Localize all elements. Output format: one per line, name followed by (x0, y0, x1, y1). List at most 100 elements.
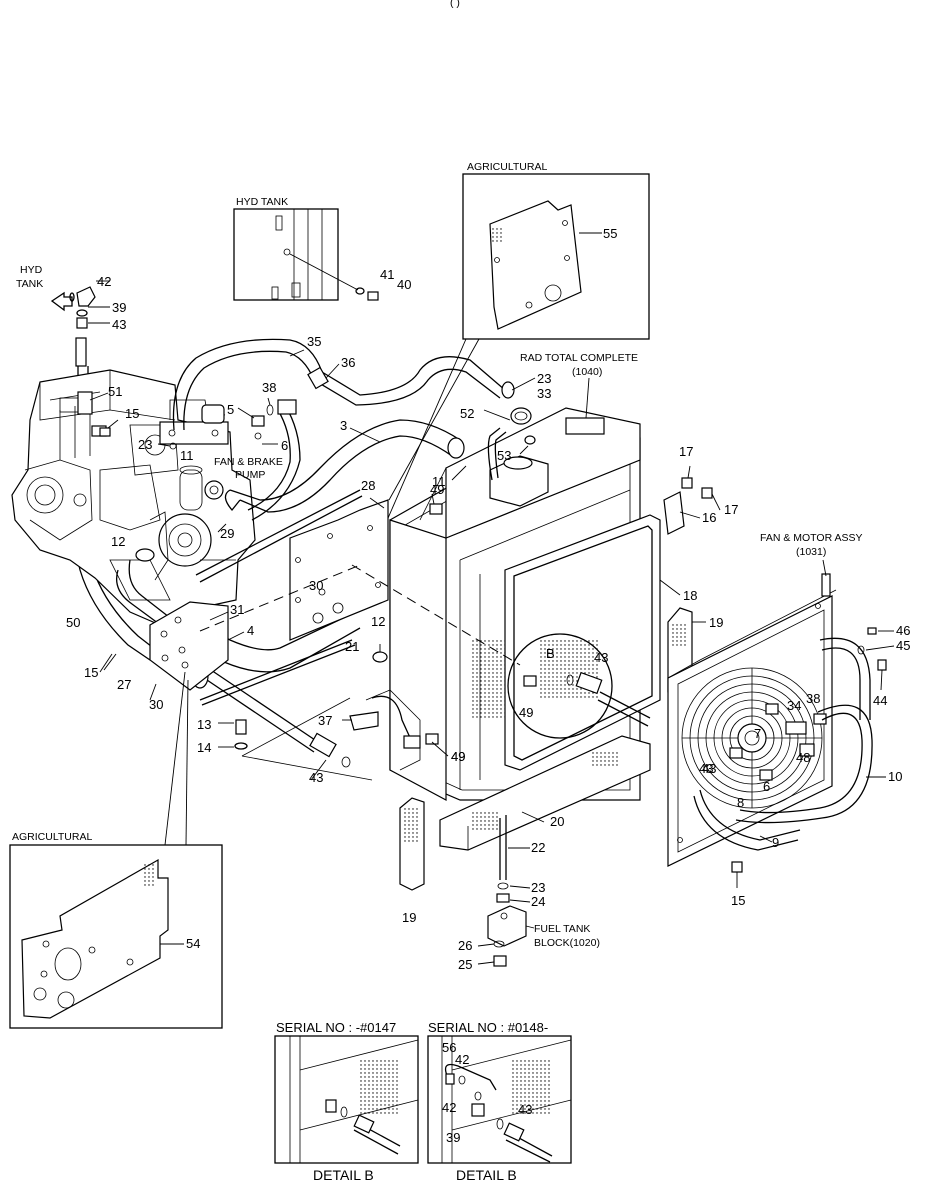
fan-brake-label-1: FAN & BRAKE (214, 456, 283, 468)
callout: 41 (380, 267, 394, 282)
callout: 22 (531, 840, 545, 855)
callout: 43 (702, 761, 716, 776)
callout: 40 (397, 277, 411, 292)
detail-b-marker: B (546, 646, 555, 661)
callout: 17 (724, 502, 738, 517)
callout: 42 (442, 1100, 456, 1115)
fuel-tank-label-2: BLOCK(1020) (534, 937, 600, 949)
callout: 15 (84, 665, 98, 680)
rad-total-leader (585, 377, 590, 419)
callout: 44 (873, 693, 887, 708)
pipe-3 (224, 397, 465, 521)
detail-right-label: DETAIL B (456, 1167, 517, 1183)
callout: 31 (230, 602, 244, 617)
callout: 43 (112, 317, 126, 332)
engine-block (11, 369, 256, 626)
callout: 30 (309, 578, 323, 593)
hose-35 (172, 338, 515, 431)
fuel-tank-block (487, 815, 527, 967)
rad-total-label-2: (1040) (572, 366, 602, 378)
agricultural-bottom-inset (9, 671, 223, 1029)
callout: 49 (519, 705, 533, 720)
rad-total-label-1: RAD TOTAL COMPLETE (520, 352, 638, 364)
fan-brake-label-2: PUMP (235, 469, 265, 481)
fuel-tank-label-1: FUEL TANK (534, 923, 590, 935)
callout: 38 (262, 380, 276, 395)
callout: 11 (432, 474, 446, 489)
callout: 53 (497, 448, 511, 463)
callout: 35 (307, 334, 321, 349)
callout: 52 (460, 406, 474, 421)
callout: 6 (763, 779, 770, 794)
callout: 20 (550, 814, 564, 829)
detail-right-serial: SERIAL NO : #0148- (428, 1020, 548, 1035)
callout: 12 (111, 534, 125, 549)
agricultural-top-inset (347, 173, 650, 611)
callout: 19 (709, 615, 723, 630)
callout: 49 (451, 749, 465, 764)
engine-fasteners (89, 392, 177, 450)
callout: 6 (281, 438, 288, 453)
plate-27 (149, 601, 229, 691)
callout: 45 (896, 638, 910, 653)
callout: 43 (699, 761, 713, 776)
callout: 3 (340, 418, 347, 433)
callout: 43 (309, 770, 323, 785)
callout: 11 (180, 448, 194, 463)
callout: 38 (806, 691, 820, 706)
shroud-28 (289, 499, 389, 641)
detail-b-right (427, 1035, 572, 1164)
callout: 51 (108, 384, 122, 399)
callout: 21 (345, 639, 359, 654)
callout: 46 (896, 623, 910, 638)
callout: 14 (197, 740, 211, 755)
hyd-tank-arrow-label-1: HYD (20, 264, 43, 276)
callout: 5 (227, 402, 234, 417)
hyd-tank-box-title: HYD TANK (236, 196, 288, 208)
fan-motor-leader (822, 559, 827, 577)
callout: 49 (451, 749, 465, 764)
callout: 34 (787, 698, 801, 713)
hyd-tank-arrow-label-2: TANK (16, 278, 43, 290)
callouts: 42 39 43 51 15 23 5 38 6 35 36 3 11 29 1… (66, 226, 910, 1145)
callout: 18 (683, 588, 697, 603)
detail-left-label: DETAIL B (313, 1167, 374, 1183)
callout: 54 (186, 936, 200, 951)
callout: 43 (594, 650, 608, 665)
callout: 17 (679, 444, 693, 459)
callout: 10 (888, 769, 902, 784)
hyd-tank-inset (233, 208, 379, 301)
callout: 36 (341, 355, 355, 370)
callout: 23 (138, 437, 152, 452)
callout: 56 (442, 1040, 456, 1055)
callout: 29 (220, 526, 234, 541)
callout: 39 (112, 300, 126, 315)
detail-b-circle (507, 633, 651, 739)
agricultural-top-title: AGRICULTURAL (467, 161, 547, 173)
callout: 12 (371, 614, 385, 629)
callout: 15 (731, 893, 745, 908)
fan-motor-assy (667, 573, 887, 888)
callout: 8 (737, 795, 744, 810)
fan-motor-label-2: (1031) (796, 546, 826, 558)
callout: 23 (531, 880, 545, 895)
callout: 16 (702, 510, 716, 525)
callout: 15 (125, 406, 139, 421)
callout-leaders (99, 349, 895, 965)
fuel-tank-leader (525, 925, 535, 929)
engine-hoses (115, 548, 179, 633)
callout: 48 (796, 750, 810, 765)
detail-b-left (274, 1035, 419, 1164)
callout: 42 (97, 274, 111, 289)
callout: 13 (197, 717, 211, 732)
callout: 23 (537, 371, 551, 386)
callout: 4 (247, 623, 254, 638)
callout: 25 (458, 957, 472, 972)
callout: 50 (66, 615, 80, 630)
callout: 43 (518, 1102, 532, 1117)
callout: 30 (149, 697, 163, 712)
callout: 9 (772, 835, 779, 850)
callout: 27 (117, 677, 131, 692)
radiator (199, 407, 713, 891)
